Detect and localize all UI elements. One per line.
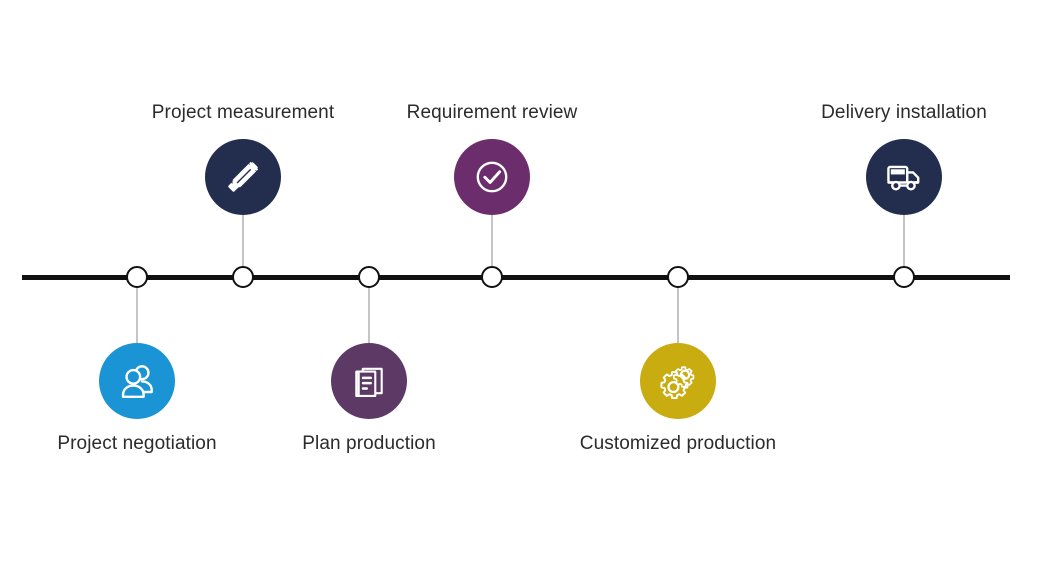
step-label-6: Delivery installation <box>821 102 987 123</box>
connector-step-1 <box>136 279 138 345</box>
delivery-truck-icon <box>882 155 926 199</box>
step-label-3: Plan production <box>302 433 436 454</box>
step-label-4: Requirement review <box>406 102 578 123</box>
connector-step-4 <box>491 215 493 277</box>
node-marker-step-5[interactable] <box>667 266 689 288</box>
gears-icon <box>656 359 700 403</box>
icon-bubble-step-1[interactable] <box>99 343 175 419</box>
check-circle-icon <box>470 155 514 199</box>
connector-step-6 <box>903 215 905 277</box>
connector-step-3 <box>368 279 370 345</box>
users-group-icon <box>115 359 159 403</box>
step-label-1: Project negotiation <box>57 433 217 454</box>
timeline-axis <box>22 275 1010 280</box>
connector-step-5 <box>677 279 679 345</box>
icon-bubble-step-5[interactable] <box>640 343 716 419</box>
pencil-ruler-icon <box>221 155 265 199</box>
node-marker-step-4[interactable] <box>481 266 503 288</box>
step-label-2: Project measurement <box>151 102 335 123</box>
icon-bubble-step-6[interactable] <box>866 139 942 215</box>
icon-bubble-step-4[interactable] <box>454 139 530 215</box>
node-marker-step-6[interactable] <box>893 266 915 288</box>
node-marker-step-1[interactable] <box>126 266 148 288</box>
icon-bubble-step-3[interactable] <box>331 343 407 419</box>
icon-bubble-step-2[interactable] <box>205 139 281 215</box>
node-marker-step-3[interactable] <box>358 266 380 288</box>
node-marker-step-2[interactable] <box>232 266 254 288</box>
connector-step-2 <box>242 215 244 277</box>
documents-stack-icon <box>347 359 391 403</box>
step-label-5: Customized production <box>579 433 777 454</box>
